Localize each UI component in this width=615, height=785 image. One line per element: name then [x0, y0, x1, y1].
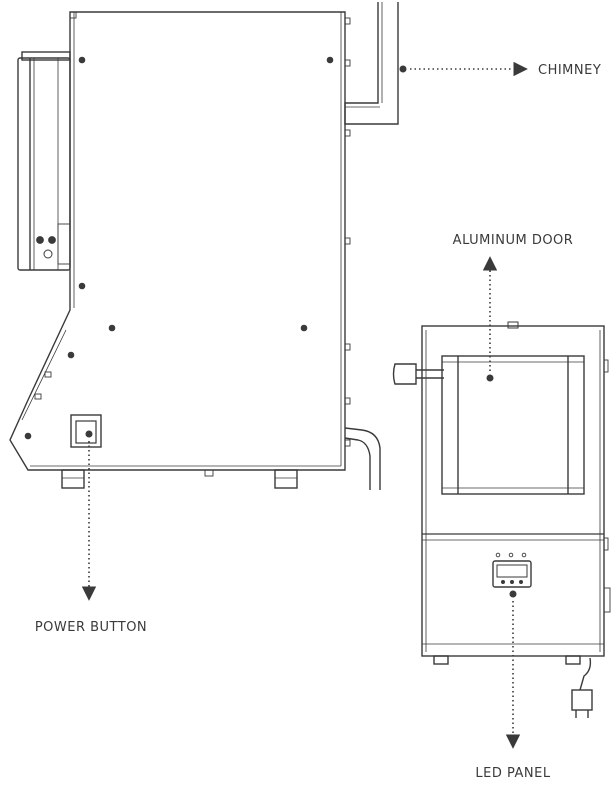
- power-button-callout-dot: [86, 431, 93, 438]
- front-view: [394, 322, 611, 718]
- front-body: [422, 326, 608, 656]
- aluminum-door-label: ALUMINUM DOOR: [453, 233, 574, 248]
- side-power-cord: [345, 428, 380, 490]
- side-feet: [62, 470, 297, 488]
- aluminum-door-callout-dot: [487, 375, 494, 382]
- side-view: [10, 2, 398, 490]
- aluminum-door: [442, 356, 584, 494]
- side-body: [10, 12, 350, 470]
- led-panel-callout-dot: [510, 591, 517, 598]
- chimney-label: CHIMNEY: [538, 63, 601, 78]
- power-button-label: POWER BUTTON: [35, 620, 147, 635]
- side-bolts: [25, 57, 334, 440]
- led-panel: [493, 553, 531, 587]
- front-feet: [434, 656, 580, 664]
- power-button: [71, 415, 101, 447]
- door-handle: [394, 364, 445, 384]
- led-panel-label: LED PANEL: [475, 766, 550, 781]
- chimney-pipe: [345, 2, 398, 124]
- side-door-panel: [18, 52, 70, 270]
- chimney-callout-dot: [400, 66, 407, 73]
